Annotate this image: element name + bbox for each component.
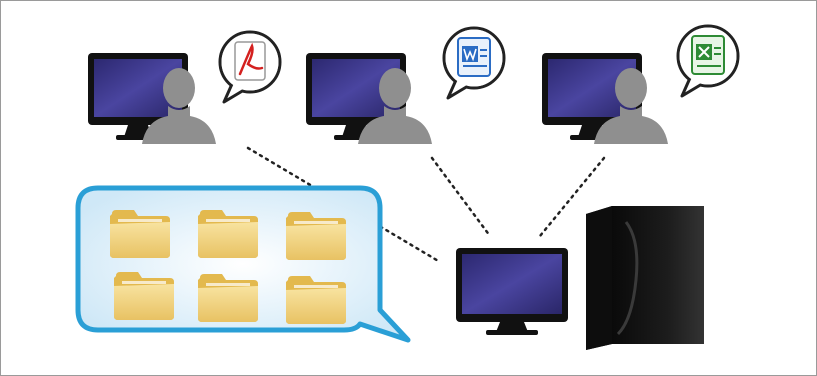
server-tower-icon [586,206,704,350]
server [456,206,704,350]
user-workstation-3 [542,24,740,144]
speech-bubble [442,26,506,100]
speech-bubble [218,30,282,104]
connector-user-2 [430,156,492,238]
shared-folders-bubble [75,185,411,343]
folder-icon [110,210,170,258]
folder-icon [286,212,346,260]
server-monitor-icon [456,248,568,335]
speech-bubble [676,24,740,98]
folder-icon [286,276,346,324]
folder-icon [114,272,174,320]
user-workstation-1 [88,30,282,144]
word-document-icon [457,37,491,77]
excel-spreadsheet-icon [691,35,725,75]
pdf-icon [234,41,266,81]
folder-icon [198,274,258,322]
folder-icon [198,210,258,258]
user-workstation-2 [306,26,506,144]
connector-user-3 [538,156,606,238]
